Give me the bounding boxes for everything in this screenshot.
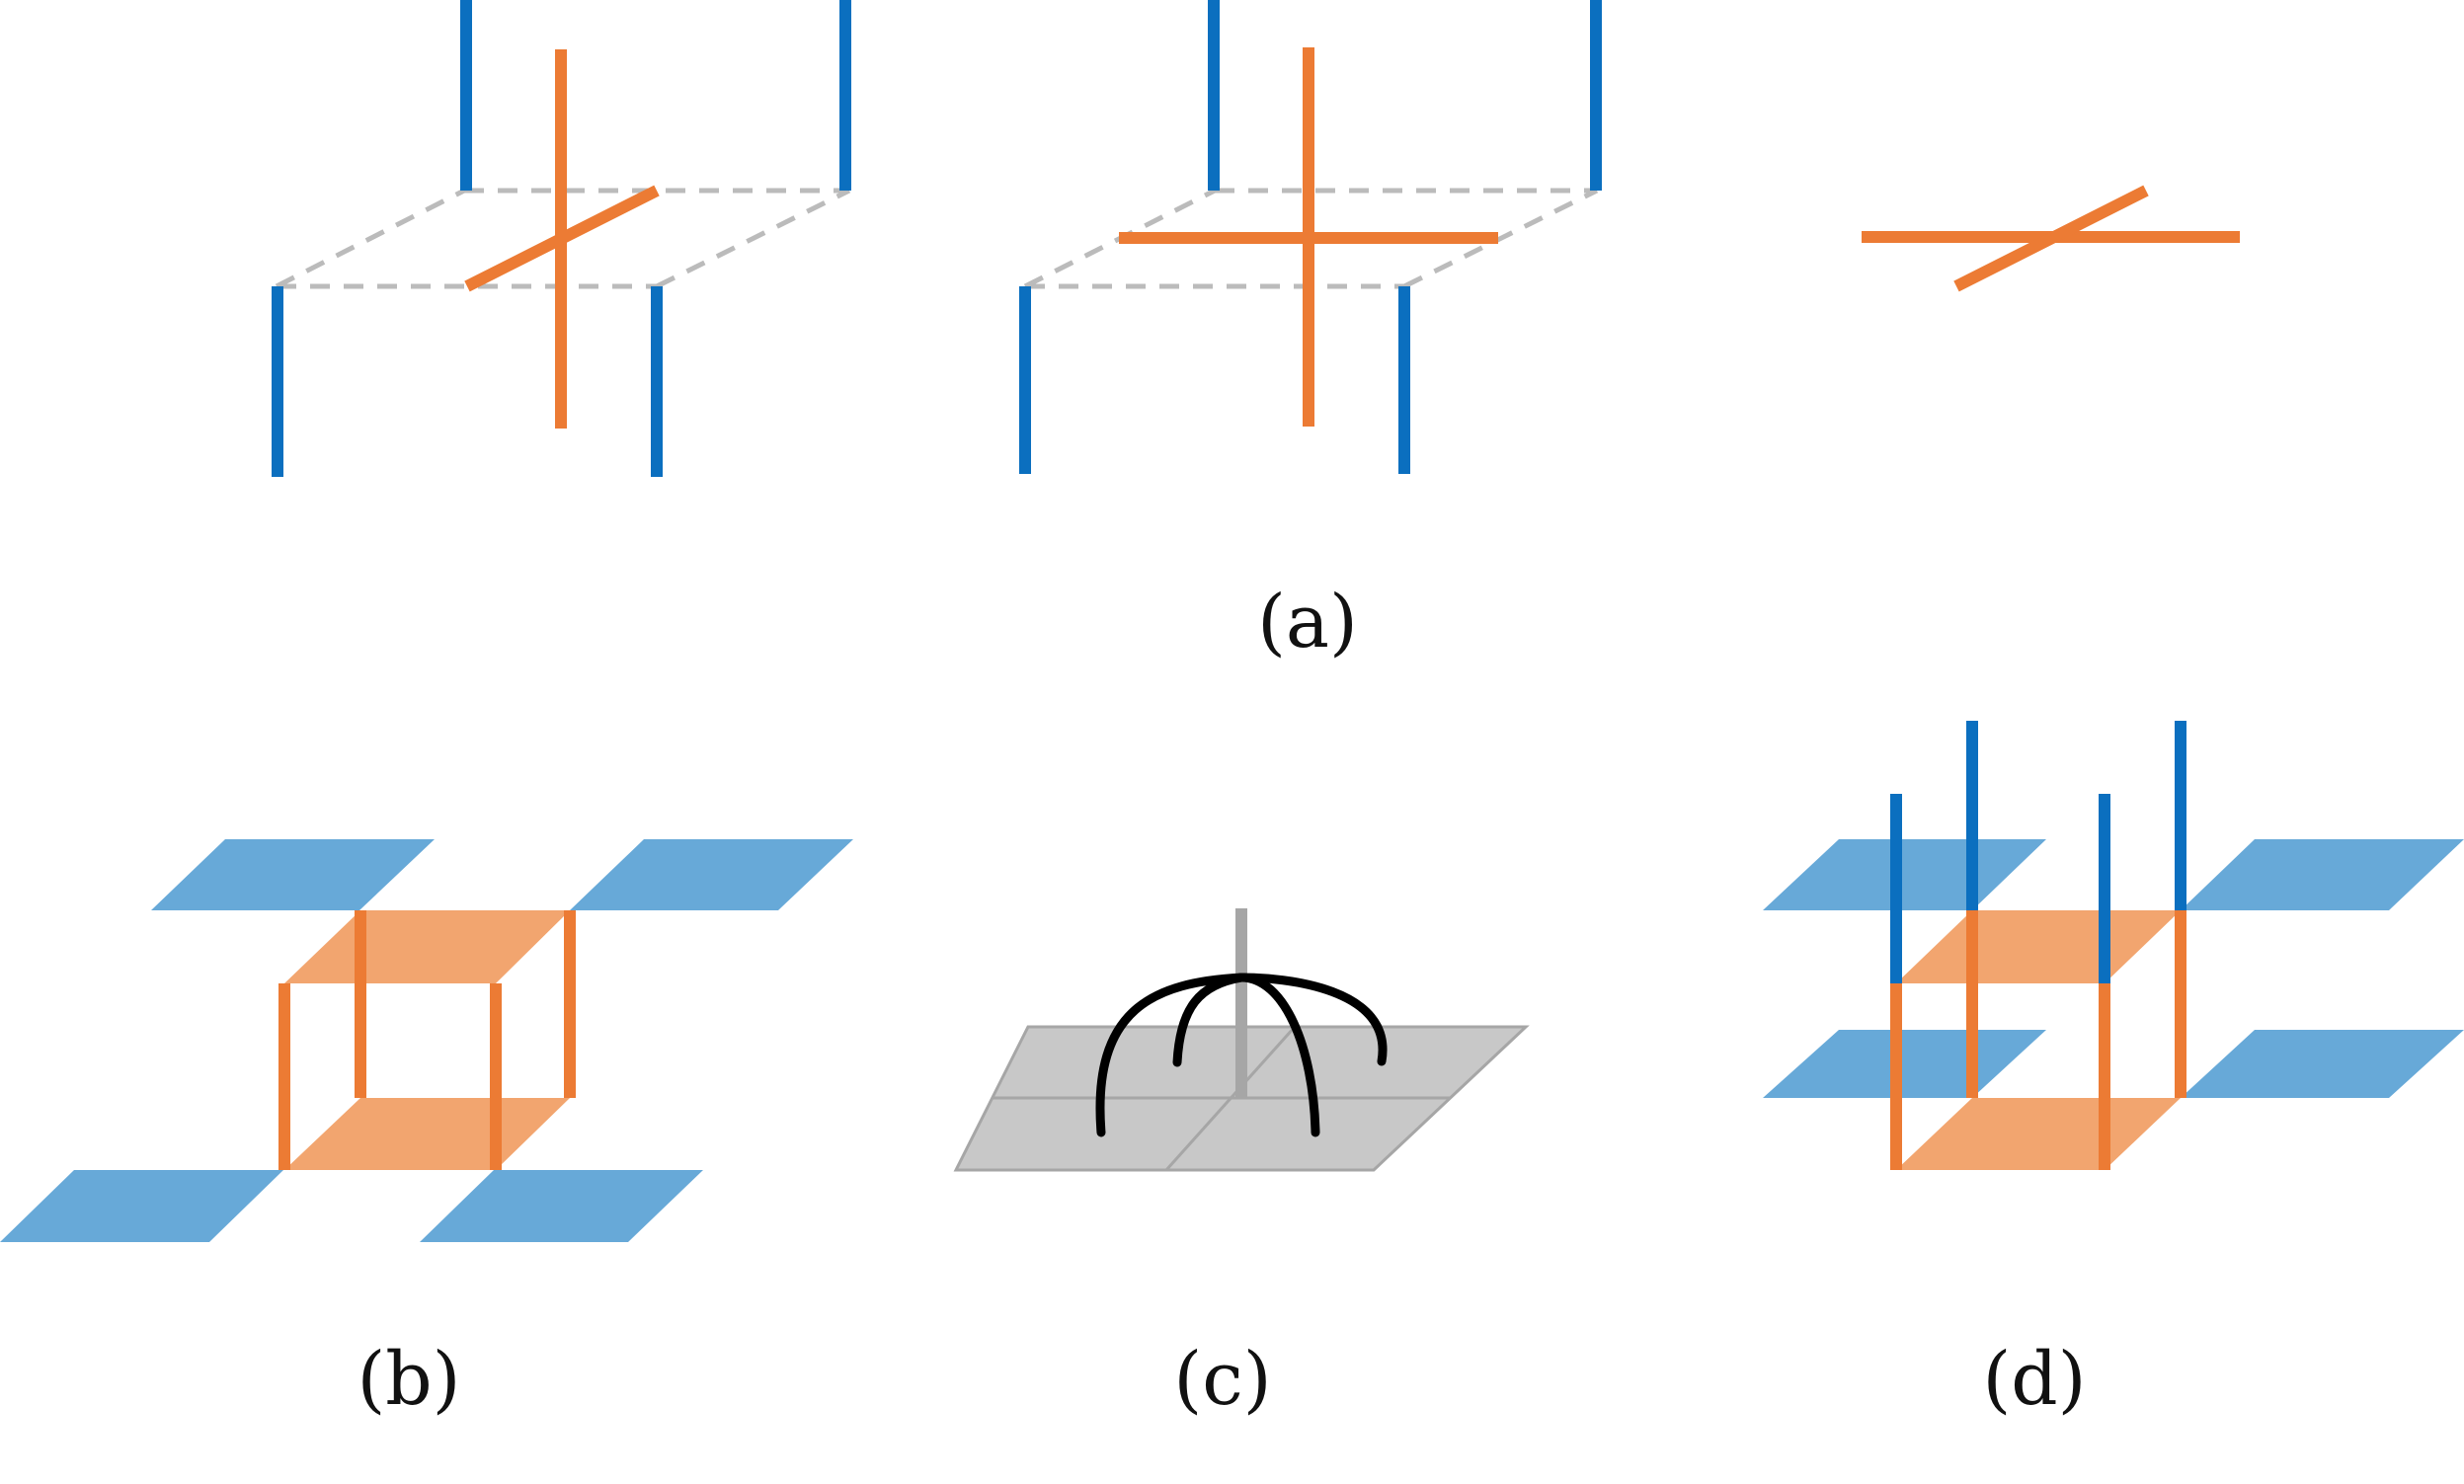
caption-a: (a) [1257, 580, 1358, 664]
blue-vertical-edges [272, 0, 851, 477]
orange-plaquettes [284, 910, 570, 1170]
panel-c: (c) [953, 908, 1530, 1422]
orange-vertical-edges [278, 910, 576, 1170]
blue-vertical-edges [1890, 721, 2186, 983]
panel-b: (b) [0, 839, 853, 1422]
black-arcs [1095, 973, 1388, 1137]
panel-a-right [1862, 185, 2240, 292]
caption-c: (c) [1173, 1337, 1271, 1422]
blue-plaquettes [0, 839, 853, 1242]
panel-a: (a) [272, 0, 2240, 664]
gray-grid-lines [993, 1025, 1450, 1172]
caption-d: (d) [1982, 1337, 2086, 1422]
panel-a-left [272, 0, 851, 477]
panel-a-middle [1019, 0, 1602, 474]
dashed-cell-outline [275, 188, 851, 289]
orange-vertical-edges [1890, 910, 2186, 1170]
orange-cross-edges [1119, 47, 1498, 427]
panel-d: (d) [1763, 721, 2464, 1422]
caption-b: (b) [357, 1337, 460, 1422]
orange-cross-edges [464, 49, 660, 429]
blue-vertical-edges [1019, 0, 1602, 474]
